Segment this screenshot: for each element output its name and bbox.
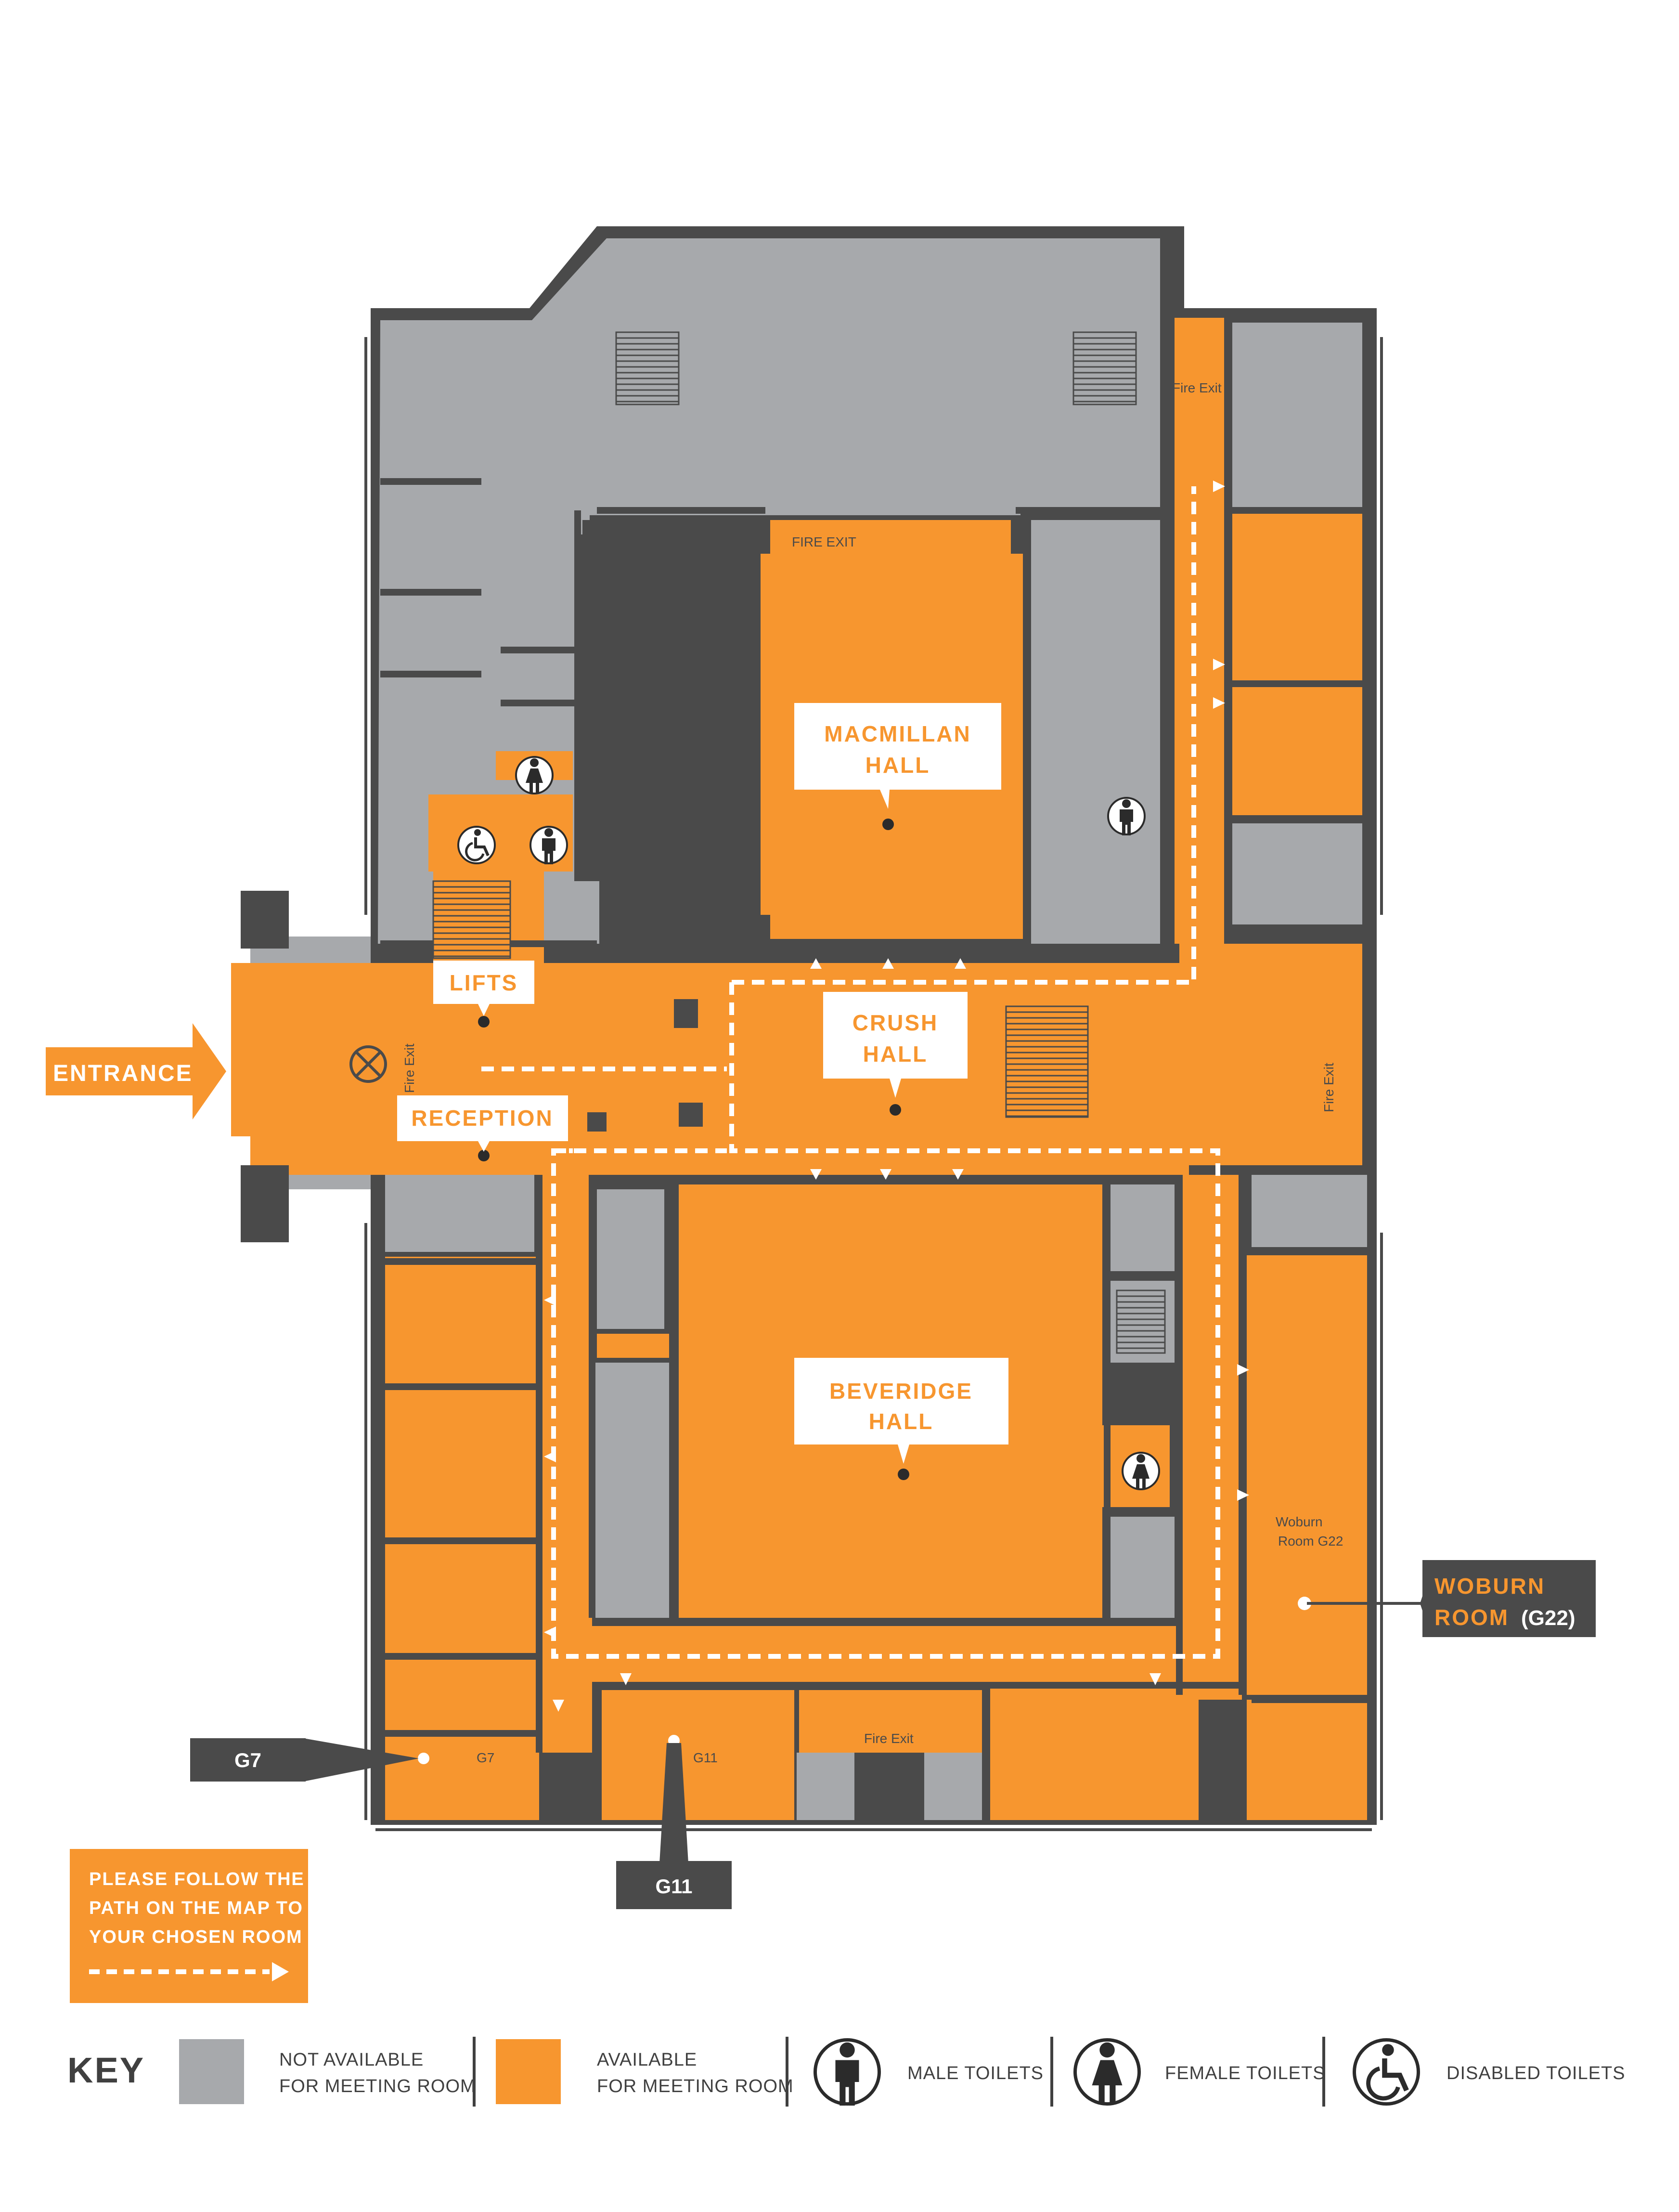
key-male-toilets: MALE TOILETS bbox=[907, 2063, 1044, 2083]
beveridge-hall-line1: BEVERIDGE bbox=[829, 1379, 973, 1404]
woburn-callout-line1: WOBURN bbox=[1434, 1574, 1545, 1599]
fire-exit-south: Fire Exit bbox=[864, 1731, 914, 1746]
beveridge-hall-label[interactable]: BEVERIDGE HALL bbox=[794, 1358, 1008, 1464]
male-toilet-icon bbox=[814, 2038, 881, 2106]
route-arrows bbox=[544, 481, 1249, 1712]
g7-room-label: G7 bbox=[477, 1750, 494, 1765]
entrance-columns bbox=[241, 891, 703, 1242]
g11-callout-text: G11 bbox=[655, 1875, 692, 1898]
macmillan-hall-line2: HALL bbox=[865, 753, 930, 778]
fire-exit-entrance: Fire Exit bbox=[402, 1043, 417, 1093]
woburn-room-label-2: Room G22 bbox=[1278, 1534, 1343, 1548]
macmillan-hall-line1: MACMILLAN bbox=[824, 721, 971, 746]
macmillan-hall-label[interactable]: MACMILLAN HALL bbox=[794, 703, 1001, 809]
location-dots bbox=[478, 819, 909, 1480]
key-swatch-unavailable bbox=[179, 2039, 244, 2104]
g7-callout-text: G7 bbox=[234, 1749, 261, 1771]
lift-icon bbox=[349, 1045, 387, 1083]
woburn-room-label-1: Woburn bbox=[1276, 1514, 1323, 1529]
reception-text: RECEPTION bbox=[411, 1106, 553, 1131]
key-female-toilets: FEMALE TOILETS bbox=[1165, 2063, 1326, 2083]
woburn-room-callout[interactable]: WOBURN ROOM (G22) bbox=[1307, 1560, 1596, 1637]
key-title: KEY bbox=[67, 2050, 145, 2090]
female-toilet-icon bbox=[515, 756, 554, 794]
fire-exit-east: Fire Exit bbox=[1321, 1063, 1336, 1112]
map-key: KEY NOT AVAILABLE FOR MEETING ROOM AVAIL… bbox=[67, 2037, 1626, 2107]
key-available-2: FOR MEETING ROOM bbox=[597, 2076, 794, 2096]
key-disabled-toilets: DISABLED TOILETS bbox=[1447, 2063, 1626, 2083]
woburn-callout-line2: ROOM bbox=[1434, 1605, 1509, 1630]
key-not-available-1: NOT AVAILABLE bbox=[279, 2050, 424, 2070]
route-path bbox=[481, 486, 1220, 1659]
disabled-toilet-icon bbox=[457, 826, 496, 864]
female-toilet-icon bbox=[1073, 2038, 1141, 2106]
male-toilet-icon bbox=[530, 826, 568, 864]
lifts-label[interactable]: LIFTS bbox=[433, 961, 534, 1016]
entrance-arrow[interactable]: ENTRANCE bbox=[46, 1023, 226, 1119]
beveridge-hall-line2: HALL bbox=[869, 1409, 934, 1434]
g11-callout[interactable]: G11 bbox=[616, 1743, 732, 1909]
path-instruction-box: PLEASE FOLLOW THE PATH ON THE MAP TO YOU… bbox=[70, 1849, 308, 2003]
crush-hall-label[interactable]: CRUSH HALL bbox=[823, 992, 968, 1098]
stair-treads bbox=[433, 337, 1165, 1349]
fire-exit-top-right: Fire Exit bbox=[1172, 380, 1222, 395]
key-not-available-2: FOR MEETING ROOM bbox=[279, 2076, 476, 2096]
g11-room-label: G11 bbox=[693, 1750, 718, 1765]
reception-label[interactable]: RECEPTION bbox=[397, 1095, 568, 1152]
window-ticks bbox=[364, 337, 1383, 1831]
crush-hall-line2: HALL bbox=[863, 1041, 928, 1067]
woburn-callout-code: (G22) bbox=[1521, 1606, 1575, 1630]
disabled-toilet-icon bbox=[1353, 2038, 1420, 2106]
instruction-line3: YOUR CHOSEN ROOM bbox=[89, 1927, 303, 1947]
instruction-line2: PATH ON THE MAP TO bbox=[89, 1898, 303, 1918]
arrow-icon bbox=[272, 1962, 289, 1981]
g7-callout[interactable]: G7 bbox=[190, 1738, 419, 1782]
fire-exit-macmillan: FIRE EXIT bbox=[792, 534, 856, 549]
entrance-text: ENTRANCE bbox=[53, 1061, 193, 1086]
key-swatch-available bbox=[496, 2039, 561, 2104]
key-available-1: AVAILABLE bbox=[597, 2050, 697, 2070]
female-toilet-icon bbox=[1122, 1452, 1160, 1490]
internal-walls bbox=[380, 260, 1367, 1825]
male-toilet-icon bbox=[1107, 797, 1146, 835]
lifts-text: LIFTS bbox=[450, 970, 518, 995]
instruction-line1: PLEASE FOLLOW THE bbox=[89, 1869, 305, 1889]
crush-hall-line1: CRUSH bbox=[852, 1010, 939, 1035]
